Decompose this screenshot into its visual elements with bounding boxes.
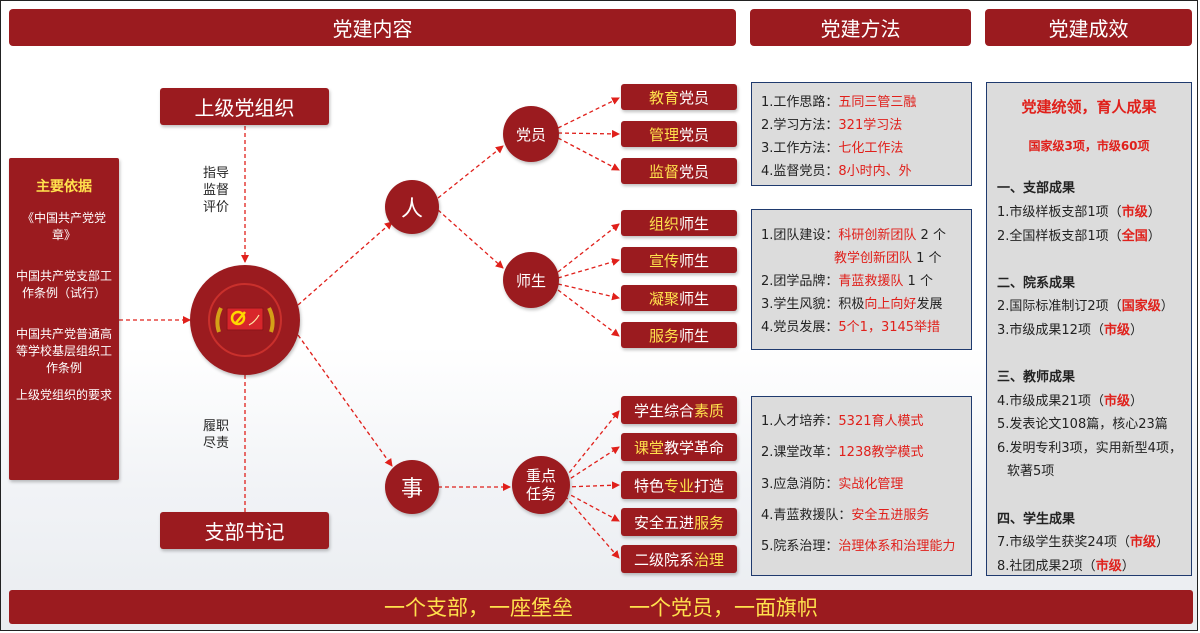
arrow-shisheng-2 — [557, 258, 620, 279]
arrow-ren-to-dangyuan — [437, 145, 504, 199]
method-row: 3.学生风貌：积极向上向好发展 — [761, 297, 943, 312]
results-section: 二、院系成果 — [997, 276, 1076, 291]
slogan-left: 一个支部，一座堡垒 — [384, 596, 573, 620]
method-row: 1.团队建设：科研创新团队 2 个 — [761, 228, 946, 243]
results-section: 四、学生成果 — [997, 512, 1076, 527]
basis-panel: 主要依据 《中国共产党党章》 中国共产党支部工作条例（试行） 中国共产党普通高等… — [9, 158, 119, 480]
teacher-item: 服务师生 — [621, 322, 737, 348]
task-item: 安全五进服务 — [621, 508, 737, 536]
task-item: 二级院系治理 — [621, 545, 737, 573]
arrow-task-1 — [564, 410, 620, 479]
results-item: 7.市级学生获奖24项（市级） — [997, 535, 1169, 550]
node-dangyuan: 党员 — [503, 106, 559, 162]
results-section: 三、教师成果 — [997, 370, 1076, 385]
basis-title: 主要依据 — [36, 179, 92, 195]
party-item: 教育党员 — [621, 84, 737, 110]
arrow-dangyuan-2 — [557, 129, 620, 138]
node-ren: 人 — [385, 180, 439, 234]
teacher-item: 凝聚师生 — [621, 285, 737, 311]
results-item: 软著5项 — [1007, 464, 1055, 479]
task-item: 特色专业打造 — [621, 471, 737, 499]
method-row: 教学创新团队 1 个 — [834, 251, 942, 266]
teacher-item: 宣传师生 — [621, 247, 737, 273]
node-key-tasks: 重点任务 — [512, 456, 570, 514]
results-title: 党建统领，育人成果 — [1021, 98, 1157, 116]
teacher-item: 组织师生 — [621, 210, 737, 236]
label-guidance: 指导监督评价 — [203, 166, 230, 215]
method-row: 4.青蓝救援队：安全五进服务 — [761, 508, 930, 523]
party-item: 管理党员 — [621, 121, 737, 147]
results-panel: 党建统领，育人成果 国家级3项，市级60项 一、支部成果 1.市级样板支部1项（… — [986, 82, 1192, 576]
arrow-task-2 — [564, 446, 620, 483]
arrow-dangyuan-3 — [557, 137, 620, 171]
slogan-right: 一个党员，一面旗帜 — [629, 596, 818, 620]
method-row: 4.监督党员：8小时内、外 — [761, 164, 912, 179]
arrow-task-3 — [564, 481, 620, 490]
method-row: 3.应急消防：实战化管理 — [761, 477, 904, 492]
method-row: 5.院系治理：治理体系和治理能力 — [761, 539, 956, 554]
basis-item: 上级党组织的要求 — [15, 388, 112, 402]
header-method: 党建方法 — [750, 9, 971, 46]
node-shi: 事 — [385, 460, 439, 514]
method-row: 1.人才培养：5321育人模式 — [761, 414, 924, 429]
party-emblem-icon — [208, 283, 282, 357]
results-subtitle: 国家级3项，市级60项 — [1028, 139, 1150, 153]
arrow-shisheng-4 — [557, 289, 620, 337]
arrow-shisheng-1 — [557, 223, 620, 273]
task-item: 课堂教学革命 — [621, 433, 737, 461]
method-row: 1.工作思路：五同三管三融 — [761, 95, 917, 110]
bottom-org-box: 支部书记 — [160, 512, 329, 549]
method-row: 2.课堂改革：1238教学模式 — [761, 445, 924, 460]
footer-slogan: 一个支部，一座堡垒 一个党员，一面旗帜 — [9, 590, 1193, 624]
method-row: 2.学习方法：321学习法 — [761, 118, 903, 133]
arrow-emblem-to-shi — [297, 334, 393, 467]
results-item: 6.发明专利3项，实用新型4项， — [997, 441, 1182, 456]
results-item: 5.发表论文108篇，核心23篇 — [997, 417, 1168, 432]
method-row: 2.团学品牌：青蓝救援队 1 个 — [761, 274, 933, 289]
results-item: 2.国际标准制订2项（国家级） — [997, 299, 1174, 314]
task-item: 学生综合素质 — [621, 396, 737, 424]
results-item: 3.市级成果12项（市级） — [997, 323, 1143, 338]
method-row: 3.工作方法：七化工作法 — [761, 141, 904, 156]
basis-item: 中国共产党普通高等学校基层组织工作条例 — [15, 327, 112, 375]
arrow-shisheng-3 — [557, 283, 620, 301]
method-panel-tasks: 1.人才培养：5321育人模式 2.课堂改革：1238教学模式 3.应急消防：实… — [751, 396, 972, 576]
arrow-ren-to-shisheng — [437, 209, 504, 269]
basis-item: 《中国共产党党章》 — [21, 211, 106, 242]
party-item: 监督党员 — [621, 158, 737, 184]
results-section: 一、支部成果 — [997, 181, 1076, 196]
method-row: 4.党员发展：5个1，3145举措 — [761, 320, 941, 335]
results-item: 2.全国样板支部1项（全国） — [997, 229, 1161, 244]
results-item: 8.社团成果2项（市级） — [997, 559, 1135, 574]
party-emblem — [190, 265, 300, 375]
arrow-task-4 — [564, 491, 620, 522]
results-item: 1.市级样板支部1项（市级） — [997, 205, 1161, 220]
node-shisheng: 师生 — [503, 252, 559, 308]
results-item: 4.市级成果21项（市级） — [997, 394, 1143, 409]
basis-item: 中国共产党支部工作条例（试行） — [15, 269, 112, 300]
header-content: 党建内容 — [9, 9, 736, 46]
label-duty: 履职尽责 — [203, 419, 230, 451]
method-panel-party: 1.工作思路：五同三管三融 2.学习方法：321学习法 3.工作方法：七化工作法… — [751, 82, 972, 186]
arrow-emblem-to-ren — [297, 221, 393, 306]
method-panel-teacher: 1.团队建设：科研创新团队 2 个 教学创新团队 1 个 2.团学品牌：青蓝救援… — [751, 209, 972, 350]
header-result: 党建成效 — [985, 9, 1192, 46]
arrow-task-5 — [564, 495, 620, 559]
top-org-box: 上级党组织 — [160, 88, 329, 125]
arrow-dangyuan-1 — [557, 97, 620, 129]
